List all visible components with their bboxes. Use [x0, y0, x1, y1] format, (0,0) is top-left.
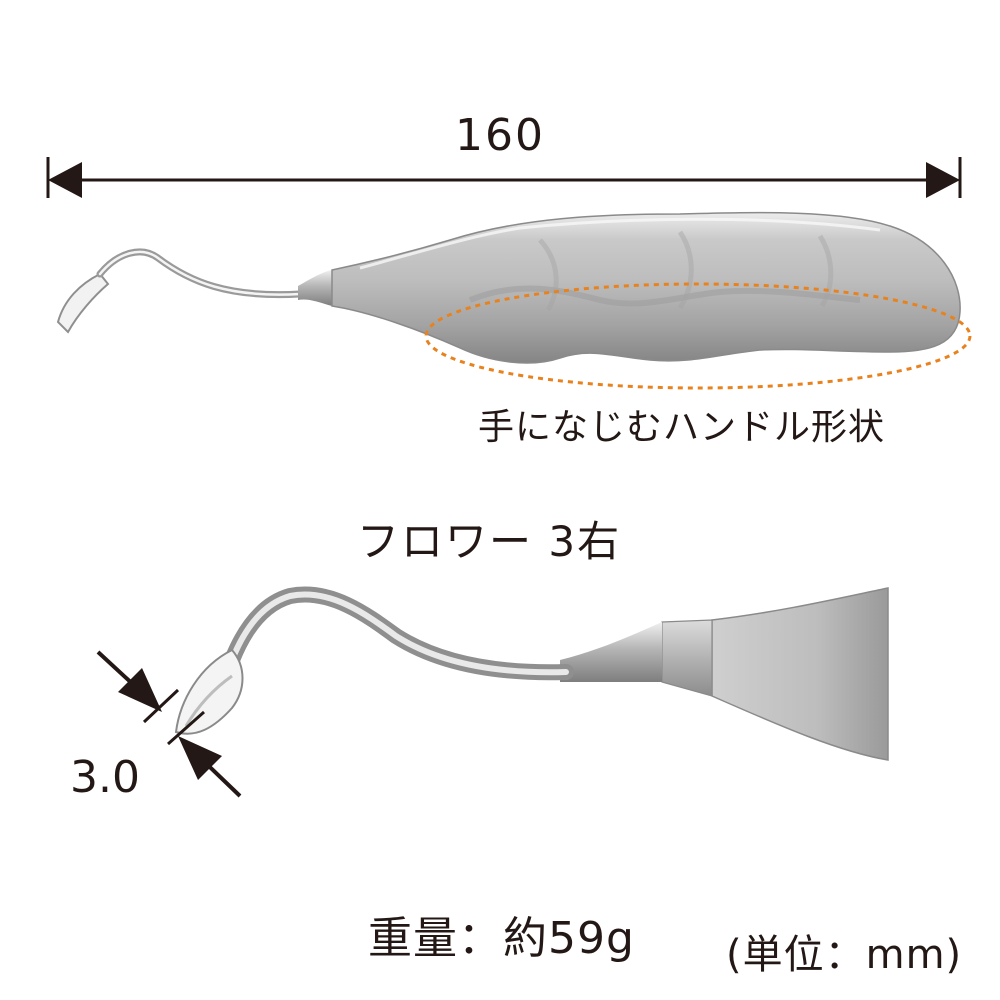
closeup-neck [560, 622, 662, 682]
tip-width-label: 3.0 [70, 752, 140, 803]
total-length-label: 160 [455, 110, 545, 161]
arrow-left-icon [48, 162, 82, 198]
instrument-tip [56, 272, 110, 334]
instrument-neck [298, 270, 332, 306]
arrow-right-icon [926, 162, 960, 198]
arrow-down-right-icon [118, 668, 162, 712]
tip-closeup-view [174, 586, 889, 761]
arrow-up-left-icon [178, 736, 222, 780]
closeup-shank [224, 586, 574, 681]
handle-feature-caption: 手になじむハンドル形状 [478, 407, 886, 448]
instrument-handle [331, 211, 961, 364]
weight-label: 重量：約59g [368, 913, 635, 964]
length-dimension-line [46, 157, 962, 198]
model-name: フロワー 3右 [357, 517, 622, 566]
closeup-collar [661, 619, 713, 697]
closeup-handle [711, 587, 889, 761]
instrument-full-view [56, 211, 961, 364]
unit-label: (単位：mm) [726, 932, 963, 978]
instrument-shank [96, 248, 304, 299]
tip-width-indicator [96, 650, 242, 798]
grip-highlight-ellipse [424, 282, 972, 390]
closeup-blade [174, 648, 244, 735]
